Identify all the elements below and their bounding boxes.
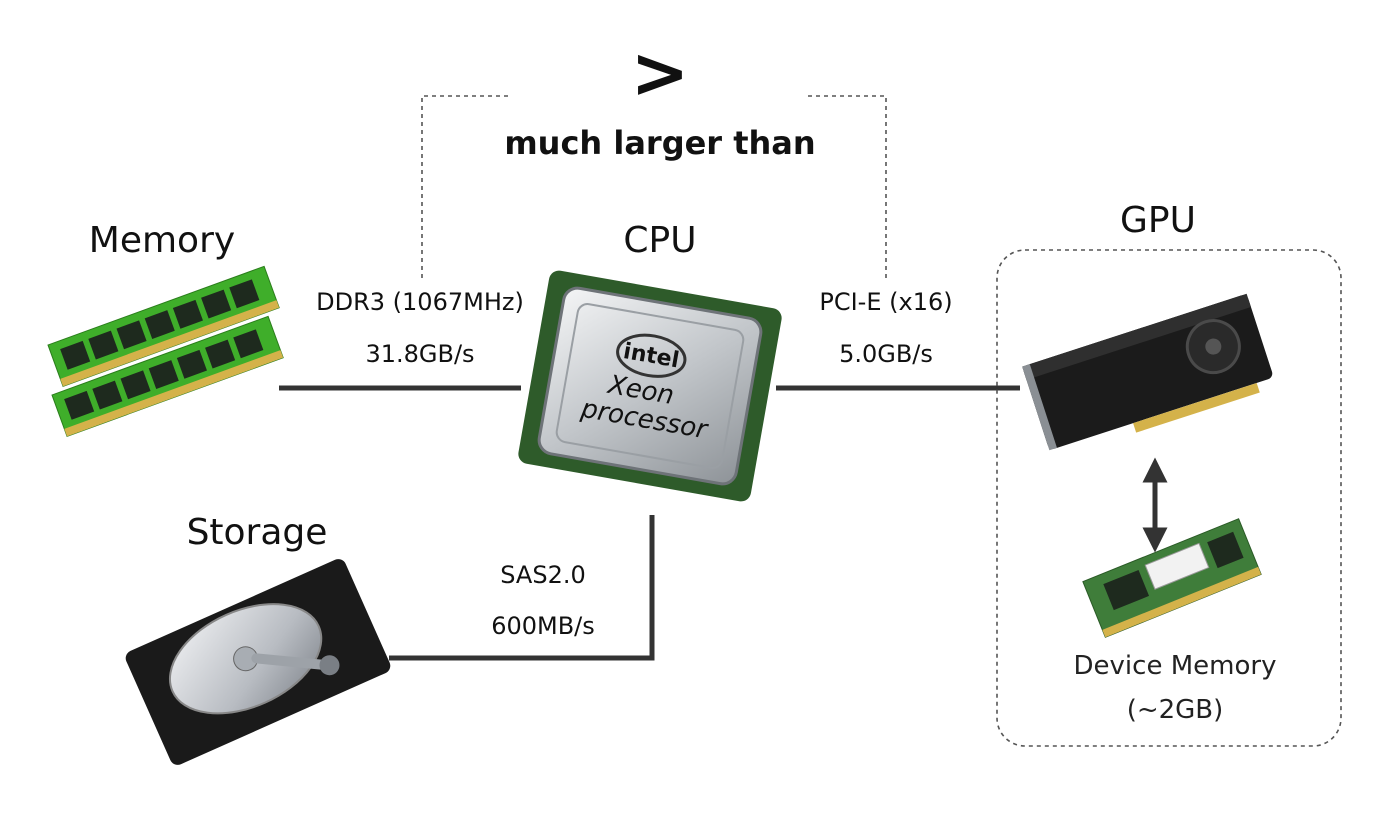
- device-memory-icon: [1082, 518, 1262, 638]
- memory-link-name: DDR3 (1067MHz): [316, 288, 524, 316]
- gpu-link-bandwidth: 5.0GB/s: [839, 340, 933, 368]
- device-memory-label: Device Memory: [1074, 651, 1277, 681]
- hard-drive-icon: [125, 559, 391, 765]
- storage-link-name: SAS2.0: [500, 561, 586, 589]
- gpu-link-name: PCI-E (x16): [819, 288, 952, 316]
- comparison-bracket: [421, 95, 887, 278]
- memory-link-bandwidth: 31.8GB/s: [365, 340, 474, 368]
- device-memory-size: (~2GB): [1127, 695, 1224, 725]
- ram-modules-icon: [47, 265, 284, 437]
- comparison-caption: much larger than: [504, 124, 815, 162]
- storage-cpu-link: [389, 515, 655, 661]
- storage-link-bandwidth: 600MB/s: [491, 612, 595, 640]
- cpu-chip-icon: intel Xeon processor: [518, 270, 782, 502]
- memory-title: Memory: [89, 220, 235, 261]
- cpu-title: CPU: [623, 220, 696, 261]
- gpu-title: GPU: [1120, 200, 1196, 241]
- greater-than-symbol: >: [631, 32, 690, 114]
- gpu-card-icon: [1022, 293, 1273, 451]
- gpu-container: [996, 249, 1342, 747]
- storage-title: Storage: [187, 512, 328, 553]
